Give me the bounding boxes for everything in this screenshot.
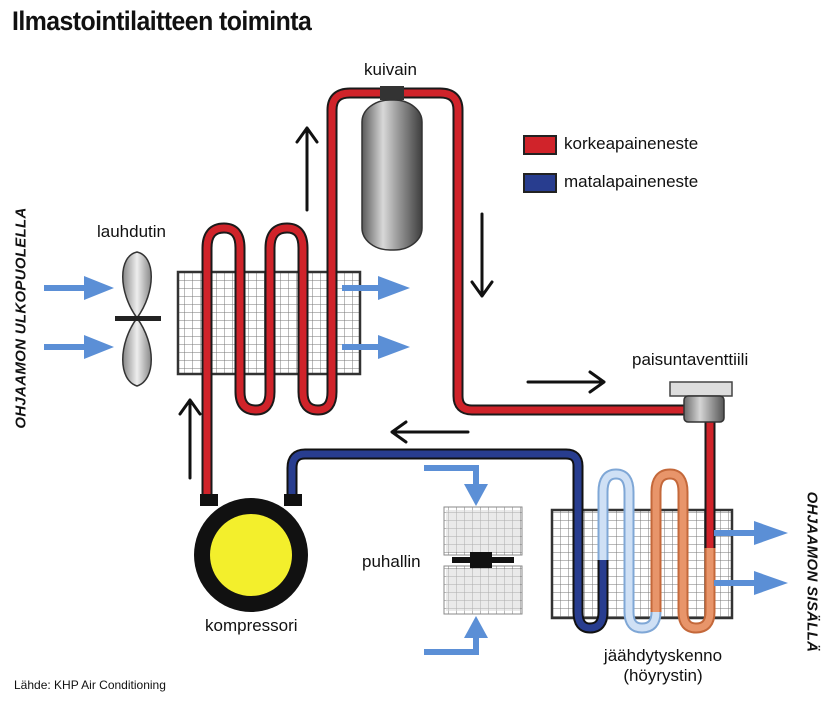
expansion-valve — [669, 381, 733, 423]
air-arrow-in-top — [44, 276, 114, 300]
blower — [443, 506, 523, 615]
dryer-cylinder — [361, 86, 423, 251]
air-arrow-in-bottom — [44, 335, 114, 359]
label-inside-cabin: OHJAAMON SISÄLLÄ — [803, 491, 821, 653]
label-puhallin: puhallin — [362, 552, 421, 571]
legend-high-label: korkeapaineneste — [564, 134, 699, 153]
compressor — [194, 494, 308, 612]
flow-arrow-left — [390, 420, 470, 444]
air-arrow-out-condenser-top — [342, 276, 410, 300]
legend-swatch-low — [523, 173, 557, 193]
air-arrow-out-evap-bottom — [714, 571, 788, 595]
label-kompressori: kompressori — [205, 616, 298, 635]
flow-arrow-right — [526, 370, 606, 394]
label-lauhdutin: lauhdutin — [97, 222, 167, 241]
label-jaahdytyskenno-line2: (höyrystin) — [623, 666, 703, 685]
air-arrow-out-evap-top — [714, 521, 788, 545]
flow-arrow-up-left — [178, 398, 202, 480]
flow-arrows — [178, 126, 606, 480]
air-arrow-blower-top — [424, 465, 488, 506]
page-title: Ilmastointilaitteen toiminta — [12, 6, 312, 36]
source-credit: Lähde: KHP Air Conditioning — [14, 678, 166, 692]
legend-low-label: matalapaineneste — [564, 172, 699, 191]
label-paisuntaventtiili: paisuntaventtiili — [632, 350, 749, 369]
air-arrows — [44, 276, 788, 655]
label-jaahdytyskenno: jäähdytyskenno (höyrystin) — [578, 646, 748, 686]
flow-arrow-up-right — [295, 126, 319, 212]
label-outside-cabin: OHJAAMON ULKOPUOLELLA — [12, 207, 30, 429]
label-kuivain: kuivain — [364, 60, 417, 79]
condenser-fan — [115, 251, 161, 387]
air-arrow-out-condenser-bottom — [342, 335, 410, 359]
legend-swatch-high — [523, 135, 557, 155]
flow-arrow-down — [470, 212, 494, 298]
label-jaahdytyskenno-line1: jäähdytyskenno — [603, 646, 723, 665]
air-arrow-blower-bottom — [424, 616, 488, 655]
